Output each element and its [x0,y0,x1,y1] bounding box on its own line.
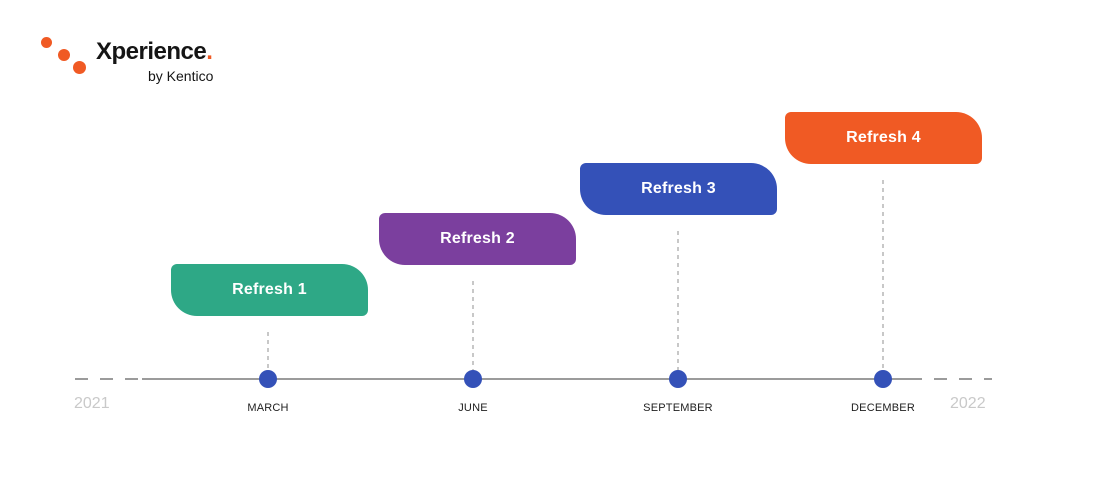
start-year-label: 2021 [74,395,110,412]
milestone-label: Refresh 2 [379,213,576,265]
milestone-marker [259,370,277,388]
logo-dot-icon [73,61,86,74]
logo-dot-icon [58,49,70,61]
logo-dot-icon [41,37,52,48]
logo-byline: by Kentico [148,68,214,84]
milestone-label: Refresh 4 [785,112,982,164]
month-label: JUNE [458,402,488,414]
milestone-label: Refresh 3 [580,163,777,215]
milestone-marker [669,370,687,388]
month-label: SEPTEMBER [643,402,713,414]
month-label: DECEMBER [851,402,915,414]
milestone-marker [464,370,482,388]
logo-wordmark: Xperience. [96,38,213,65]
milestone-label: Refresh 1 [171,264,368,316]
month-label: MARCH [247,402,289,414]
milestone-marker [874,370,892,388]
xperience-logo: Xperience. by Kentico [38,34,238,90]
end-year-label: 2022 [950,395,986,412]
